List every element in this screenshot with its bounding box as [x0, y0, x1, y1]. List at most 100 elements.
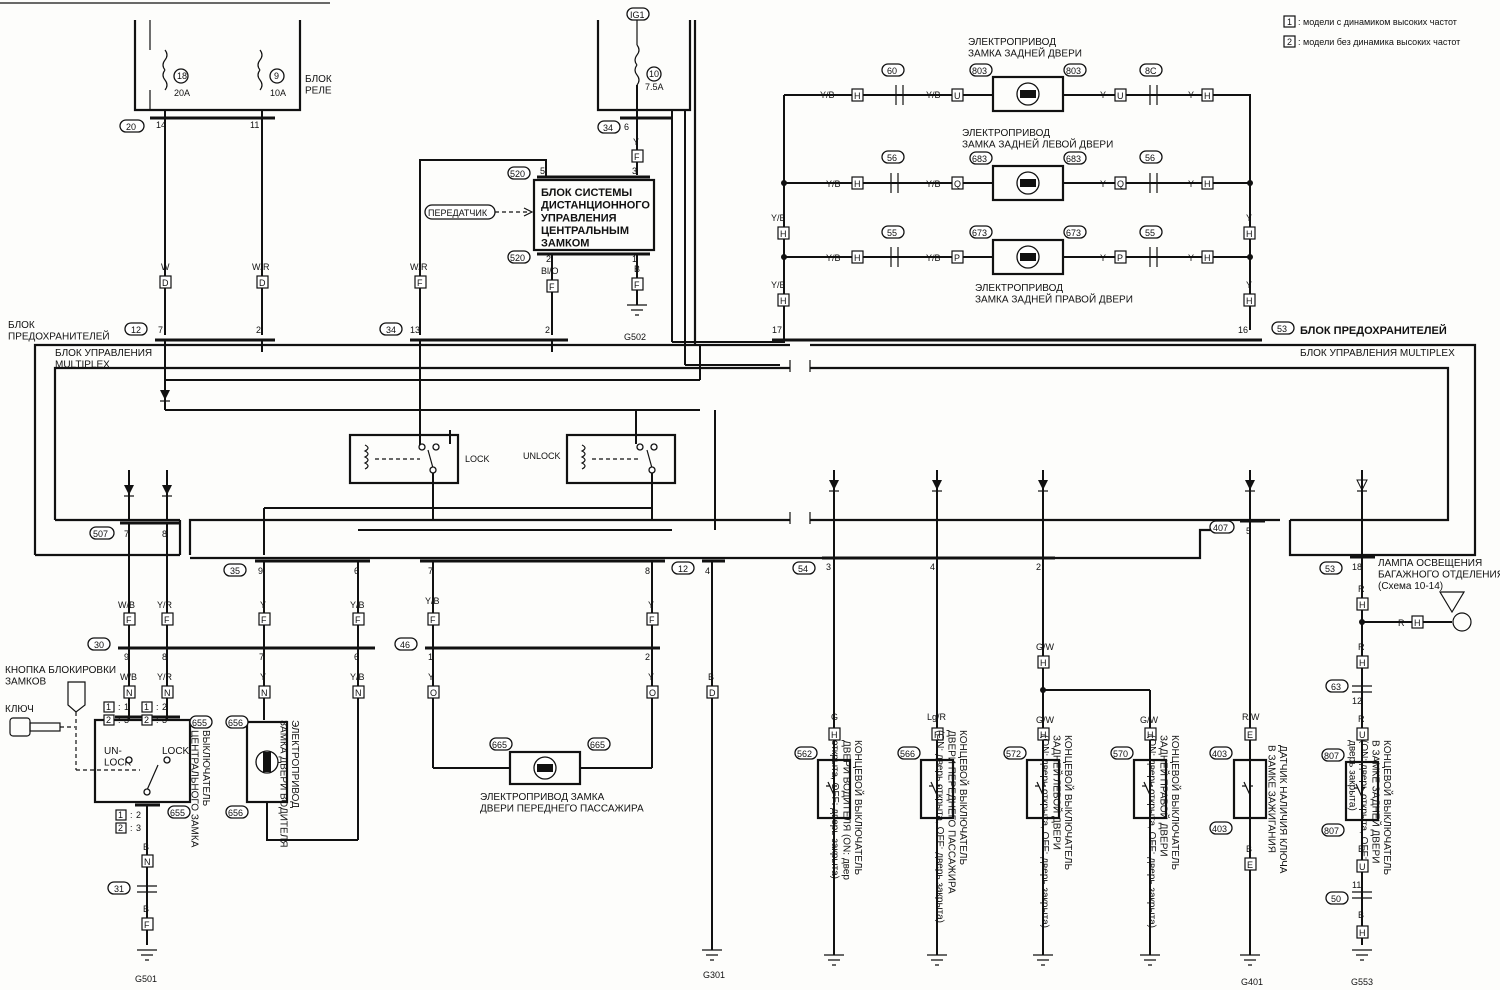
wire-g-label: G	[831, 712, 838, 722]
svg-text:H: H	[854, 179, 861, 189]
svg-text:Y/B: Y/B	[350, 672, 365, 682]
svg-text:H: H	[1040, 730, 1047, 740]
svg-text:B: B	[1358, 910, 1364, 920]
driver-actuator-label: ЭЛЕКТРОПРИВОДЗАМКА ДВЕРИ ВОДИТЕЛЯ	[278, 720, 301, 847]
svg-text:F: F	[634, 152, 640, 162]
svg-text:H: H	[1204, 179, 1211, 189]
svg-text:B: B	[1358, 844, 1364, 854]
svg-text:Y: Y	[1246, 213, 1252, 223]
ground-g501: G501	[135, 974, 157, 984]
svg-text:H: H	[1040, 658, 1047, 668]
svg-text:H: H	[1147, 730, 1154, 740]
svg-text:H: H	[854, 91, 861, 101]
svg-text:520: 520	[510, 169, 525, 179]
svg-text:U: U	[1117, 91, 1124, 101]
svg-text:50: 50	[1331, 894, 1341, 904]
svg-text:F: F	[126, 615, 132, 625]
lock-button-icon	[67, 681, 86, 713]
svg-text:572: 572	[1006, 749, 1021, 759]
svg-text:17: 17	[772, 325, 782, 335]
unlock-relay-label: UNLOCK	[523, 451, 561, 461]
multiplex-right-label: БЛОК УПРАВЛЕНИЯ MULTIPLEX	[1300, 348, 1455, 359]
svg-text::: :	[156, 702, 159, 712]
svg-text:P: P	[1117, 253, 1123, 263]
svg-text:N: N	[144, 857, 151, 867]
svg-text:11: 11	[1352, 880, 1361, 890]
svg-text:D: D	[259, 278, 266, 288]
svg-text:6: 6	[354, 566, 359, 576]
svg-text:2: 2	[645, 652, 650, 662]
fuse-18-label: 18	[177, 71, 187, 81]
legend-marker-2	[1283, 35, 1296, 48]
svg-text:655: 655	[192, 718, 207, 728]
legend: 1 : модели с динамиком высоких частот 2 …	[1283, 15, 1460, 48]
svg-text:F: F	[549, 282, 555, 292]
svg-text:2: 2	[118, 823, 123, 833]
central-lock-switch: UN-LOCK LOCK 655 655 1 2 :1 :3 1 2 :2 :3…	[93, 701, 213, 848]
wire-wb-label: W/B	[118, 600, 135, 610]
svg-text:2: 2	[162, 702, 167, 712]
ground-g301: G301	[703, 970, 725, 980]
svg-text:H: H	[1246, 296, 1253, 306]
svg-text:12: 12	[678, 564, 688, 574]
svg-text:2: 2	[106, 715, 111, 725]
svg-text:2: 2	[144, 715, 149, 725]
trunk-lamp-icon	[1438, 591, 1472, 632]
svg-text:F: F	[144, 920, 150, 930]
wire-y-label: Y	[633, 137, 639, 147]
legend-text-2: : модели без динамика высоких частот	[1298, 37, 1460, 47]
svg-text:3: 3	[136, 823, 141, 833]
lock-switch-label: ВЫКЛЮЧАТЕЛЬЦЕНТРАЛЬНОГО ЗАМКА	[189, 730, 212, 848]
svg-text:N: N	[261, 688, 268, 698]
svg-text::: :	[130, 823, 133, 833]
passenger-switch-label: КОНЦЕВОЙ ВЫКЛЮЧАТЕЛЬДВЕРИ ПЕРЕДНЕГО ПАСС…	[934, 730, 970, 923]
svg-text:H: H	[1204, 253, 1211, 263]
svg-text:B: B	[143, 842, 149, 852]
wire-w-label: W	[161, 262, 170, 272]
svg-text:F: F	[261, 615, 267, 625]
svg-text:Y: Y	[648, 672, 654, 682]
svg-text:Y: Y	[428, 672, 434, 682]
rear-door-lock-switch: 807 807 КОНЦЕВОЙ ВЫКЛЮЧАТЕЛЬВ ЗАМКЕ ЗАДН…	[1321, 740, 1394, 875]
svg-text:U: U	[954, 91, 961, 101]
svg-text:Y/B: Y/B	[826, 253, 841, 263]
svg-text:570: 570	[1113, 749, 1128, 759]
svg-text:2: 2	[545, 325, 550, 335]
transmitter-label: ПЕРЕДАТЧИК	[428, 208, 488, 218]
svg-text:Y: Y	[1188, 179, 1194, 189]
wire-bio-label: Bl/O	[541, 266, 559, 276]
svg-text:55: 55	[887, 228, 897, 238]
wire-wr2-label: W/R	[410, 262, 428, 272]
svg-text:Y/B: Y/B	[926, 253, 941, 263]
svg-text:407: 407	[1213, 523, 1228, 533]
svg-text:Y: Y	[1246, 280, 1252, 290]
svg-text:H: H	[854, 253, 861, 263]
ground-g502: G502	[624, 332, 646, 342]
svg-text:9: 9	[258, 566, 263, 576]
fuse-block-right-label: БЛОК ПРЕДОХРАНИТЕЛЕЙ	[1300, 324, 1447, 337]
svg-text:B: B	[708, 672, 714, 682]
rear-right-switch-label: КОНЦЕВОЙ ВЫКЛЮЧАТЕЛЬЗАДНЕЙ ПРАВОЙ ДВЕРИ(…	[1146, 735, 1182, 928]
svg-text:8C: 8C	[1145, 66, 1157, 76]
driver-actuator: 656 656 ЭЛЕКТРОПРИВОДЗАМКА ДВЕРИ ВОДИТЕЛ…	[225, 715, 301, 847]
svg-text:11: 11	[250, 120, 259, 130]
svg-text:55: 55	[1145, 228, 1155, 238]
svg-text:14: 14	[156, 120, 166, 130]
svg-text:566: 566	[900, 749, 915, 759]
svg-text:H: H	[1414, 618, 1421, 628]
svg-text:6: 6	[624, 122, 629, 132]
wire-y3-label: Y	[648, 600, 654, 610]
fuse-18-marker	[173, 68, 189, 84]
svg-text:20: 20	[126, 122, 136, 132]
svg-text:7: 7	[259, 652, 264, 662]
key-sensor-switch: 403 403 ДАТЧИК НАЛИЧИЯ КЛЮЧАВ ЗАМКЕ ЗАЖИ…	[1209, 745, 1288, 874]
svg-text:35: 35	[230, 566, 240, 576]
svg-text:H: H	[1246, 229, 1253, 239]
